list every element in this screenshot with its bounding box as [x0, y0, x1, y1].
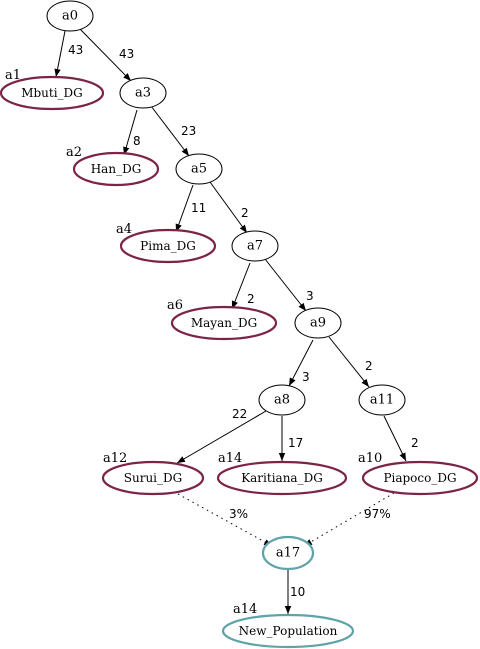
node-newpop[interactable]: New_Population a14 [221, 602, 355, 649]
edge-a8-surui [176, 410, 267, 464]
node-pima[interactable]: Pima_DG a4 [116, 222, 217, 264]
node-pima-tag: a4 [116, 222, 132, 237]
edge-a9-a8 [288, 339, 314, 387]
edge-label-a7-a9: 3 [306, 289, 314, 303]
edge-label-a3-han: 8 [133, 134, 141, 148]
edge-label-a9-a8: 3 [302, 370, 310, 384]
node-mayan-tag: a6 [167, 298, 183, 313]
edge-label-a5-a7: 2 [241, 206, 249, 220]
node-piapoco-label: Piapoco_DG [383, 471, 456, 485]
node-a0-label: a0 [62, 9, 78, 24]
node-surui[interactable]: Surui_DG a12 [101, 451, 205, 496]
node-a17-label: a17 [276, 546, 300, 561]
edge-label-a8-karitiana: 17 [288, 436, 303, 450]
node-mbuti[interactable]: Mbuti_DG a1 [0, 68, 105, 111]
edge-label-a9-a11: 2 [365, 359, 373, 373]
node-a8-label: a8 [274, 393, 290, 408]
edge-a5-pima [175, 184, 194, 233]
node-a3-label: a3 [135, 86, 151, 101]
node-han[interactable]: Han_DG a2 [66, 145, 160, 187]
node-karitiana-label: Karitiana_DG [241, 471, 323, 485]
node-surui-label: Surui_DG [124, 471, 182, 485]
edge-label-a0-mbuti: 43 [68, 43, 83, 57]
edge-a3-han [123, 109, 138, 156]
edge-label-surui-a17: 3% [229, 507, 248, 521]
edge-label-a5-pima: 11 [191, 201, 206, 215]
node-a3[interactable]: a3 [119, 77, 167, 109]
edge-label-a11-piapoco: 2 [411, 436, 419, 450]
edge-a7-a9 [264, 258, 307, 312]
node-a0[interactable]: a0 [46, 0, 94, 32]
edge-label-piapoco-a17: 97% [364, 507, 391, 521]
edge-a9-a11 [328, 336, 370, 388]
node-a5[interactable]: a5 [175, 153, 223, 185]
node-newpop-label: New_Population [239, 624, 338, 638]
edge-surui-a17 [177, 493, 273, 547]
node-karitiana-tag: a14 [218, 451, 242, 466]
node-a8[interactable]: a8 [258, 384, 306, 416]
node-karitiana[interactable]: Karitiana_DG a14 [216, 451, 348, 496]
edge-label-a8-surui: 22 [232, 407, 247, 421]
edge-a7-mayan [231, 262, 251, 310]
node-mayan-label: Mayan_DG [191, 316, 257, 330]
edge-a0-a3 [78, 27, 132, 82]
edge-label-a0-a3: 43 [119, 47, 134, 61]
node-mbuti-tag: a1 [5, 68, 21, 83]
edge-a0-mbuti [54, 30, 66, 78]
edge-a11-piapoco [383, 415, 407, 462]
edge-a5-a7 [209, 181, 248, 234]
node-piapoco[interactable]: Piapoco_DG a10 [358, 451, 479, 496]
edge-label-a7-mayan: 2 [247, 292, 255, 306]
node-a9[interactable]: a9 [294, 307, 342, 339]
node-a7[interactable]: a7 [231, 230, 279, 262]
node-piapoco-tag: a10 [358, 451, 382, 466]
edge-a3-a5 [150, 105, 190, 157]
node-a9-label: a9 [310, 316, 326, 331]
edge-label-a17-newpop: 10 [290, 585, 305, 599]
node-mayan[interactable]: Mayan_DG a6 [167, 298, 278, 341]
node-han-label: Han_DG [91, 162, 142, 176]
node-a5-label: a5 [191, 162, 207, 177]
node-a11-label: a11 [370, 393, 394, 408]
node-surui-tag: a12 [103, 451, 127, 466]
node-han-tag: a2 [66, 145, 82, 160]
node-a17[interactable]: a17 [261, 535, 315, 571]
node-pima-label: Pima_DG [140, 239, 196, 253]
node-mbuti-label: Mbuti_DG [21, 86, 83, 100]
edge-piapoco-a17 [303, 492, 395, 547]
node-newpop-tag: a14 [233, 602, 257, 617]
edge-label-a3-a5: 23 [181, 124, 196, 138]
edges: 43 43 8 23 11 2 2 3 3 2 22 17 2 3% 97% 1… [54, 27, 419, 614]
node-a7-label: a7 [247, 239, 263, 254]
node-a11[interactable]: a11 [358, 384, 406, 416]
